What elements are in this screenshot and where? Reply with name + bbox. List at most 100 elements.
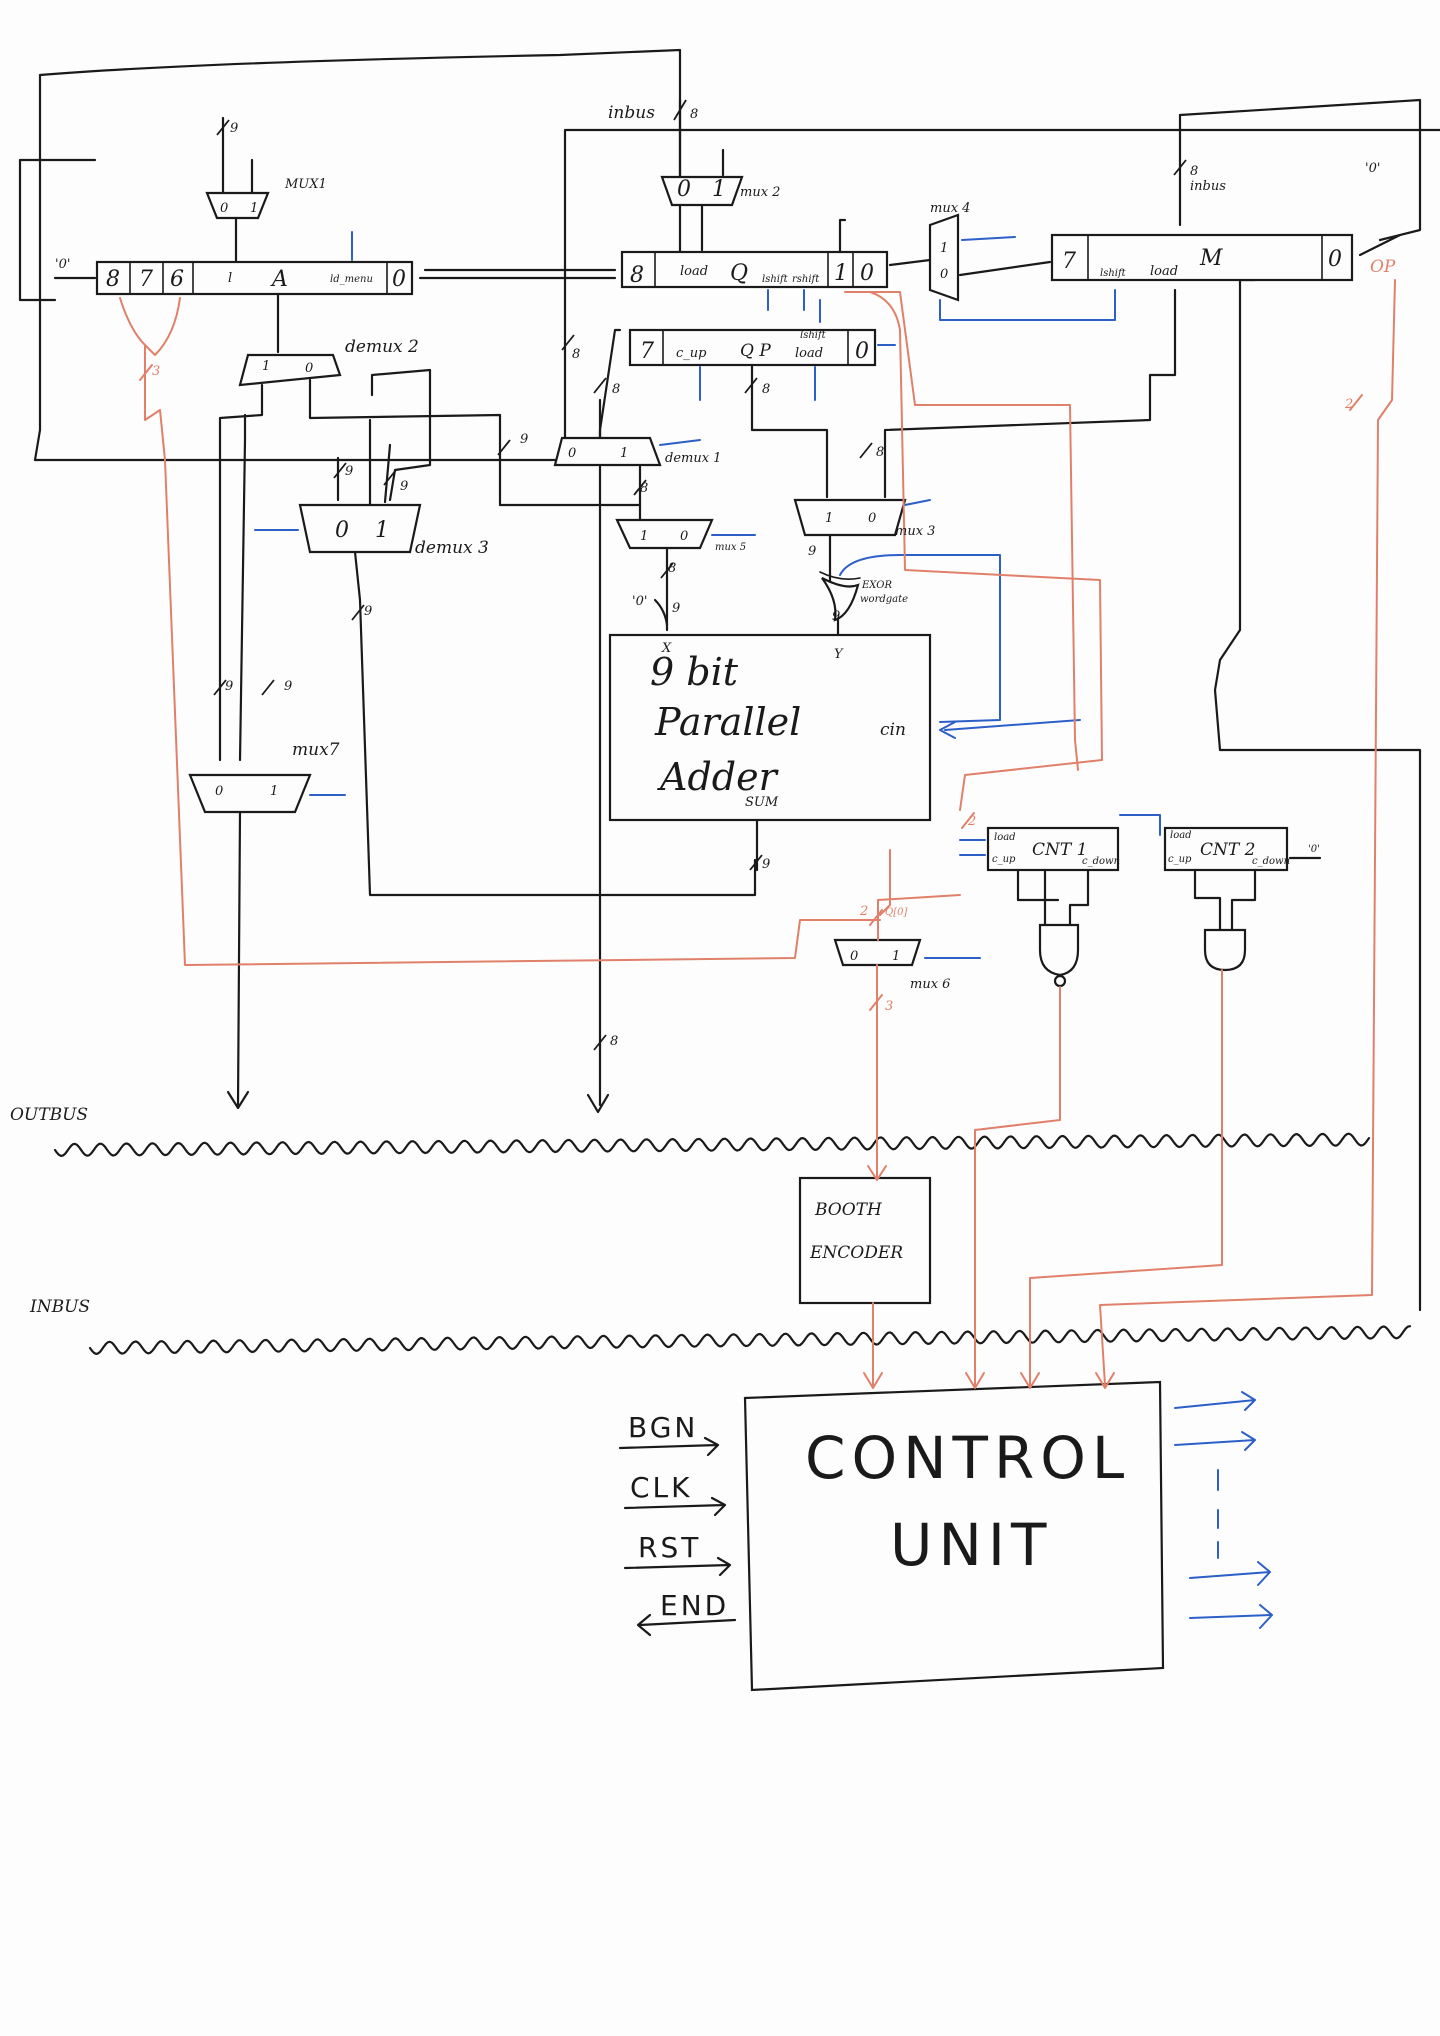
mux2-in1: 1 xyxy=(712,177,726,202)
ctrl-mux4 xyxy=(961,236,1016,241)
reg-a-bit0: 0 xyxy=(392,267,406,292)
ctrl-demux1 xyxy=(659,439,701,446)
cnt2-cup: c_up xyxy=(1168,854,1192,865)
cnt2-name: CNT 2 xyxy=(1200,840,1255,860)
wire-demux2-to-mux7 xyxy=(238,413,247,762)
bus-width-mux3-out: 9 xyxy=(808,544,816,559)
demux3-in0: 0 xyxy=(335,518,349,543)
ctrl-m-load xyxy=(939,289,1116,321)
booth-encoder xyxy=(798,1176,932,1305)
reg-q-bit1: 1 xyxy=(834,261,848,286)
label-inbus-top: inbus xyxy=(608,103,655,123)
label-q-bits: Q[0] xyxy=(885,907,907,918)
exor-gate xyxy=(821,577,860,622)
control-line1: CONTROL xyxy=(805,1424,1130,1492)
adder-cin: cin xyxy=(880,720,906,740)
control-unit xyxy=(743,1380,1165,1692)
state-wire-q0 xyxy=(869,291,1103,811)
mux6-in0: 0 xyxy=(850,949,858,964)
mux7-in1: 1 xyxy=(270,784,278,799)
cnt1-name: CNT 1 xyxy=(1032,840,1087,860)
ctrl-out-3 xyxy=(1189,1561,1271,1586)
register-a xyxy=(95,260,414,296)
label-mux7: mux7 xyxy=(292,740,340,760)
signal-rst: RST xyxy=(638,1531,701,1564)
parallel-adder xyxy=(608,633,932,822)
reg-a-ld: ld_menu xyxy=(330,274,373,285)
ctrl-out-4 xyxy=(1189,1604,1273,1629)
bus-width-demux3-b: 9 xyxy=(345,464,353,479)
mux4-in0: 0 xyxy=(940,267,948,282)
cnt2-load: load xyxy=(1170,830,1192,841)
label-mux6: mux 6 xyxy=(910,977,950,992)
adder-line1: 9 bit xyxy=(650,650,739,694)
bus-width-sum: 9 xyxy=(762,857,770,872)
bus-width-mux7-a: 9 xyxy=(225,679,233,694)
bus-width-q-side: 8 xyxy=(572,347,580,362)
cnt1-cup: c_up xyxy=(992,854,1016,865)
reg-qp-lshift: lshift xyxy=(800,330,827,341)
demux2-in0: 0 xyxy=(305,361,313,376)
label-outbus: OUTBUS xyxy=(10,1105,88,1125)
reg-q-lshift: lshift xyxy=(762,274,789,285)
reg-m-load: load xyxy=(1150,264,1178,279)
arrow-mux6-booth xyxy=(867,1165,887,1181)
ctrl-adder-cin xyxy=(939,719,1081,739)
signal-rst-wire xyxy=(623,1556,732,1577)
demux2 xyxy=(238,353,342,387)
label-demux1: demux 1 xyxy=(665,451,721,466)
reg-a-bit8: 8 xyxy=(106,267,120,292)
label-demux3: demux 3 xyxy=(415,538,489,558)
label-mux4: mux 4 xyxy=(930,201,970,216)
ctrl-mux3 xyxy=(904,499,931,506)
wire-outer-top-loop xyxy=(33,48,682,462)
counter-cnt1 xyxy=(986,826,1120,872)
bus-width-mux3-in: 8 xyxy=(876,445,884,460)
register-q xyxy=(620,250,889,289)
mux7 xyxy=(188,773,312,814)
ctrl-out-2 xyxy=(1174,1431,1256,1451)
bus-width-demux3-a: 9 xyxy=(520,432,528,447)
mux4 xyxy=(928,213,960,302)
adder-line3: Adder xyxy=(657,755,780,799)
label-exor-2: wordgate xyxy=(860,594,908,605)
signal-bgn: BGN xyxy=(628,1411,698,1444)
booth-line2: ENCODER xyxy=(809,1243,903,1263)
wire-q1-loop xyxy=(838,218,847,254)
mux7-in0: 0 xyxy=(215,784,223,799)
wire-zero-into-m xyxy=(1358,233,1402,257)
wire-cnt1-legs xyxy=(1016,868,1090,927)
bus-width-mux6-in: 2 xyxy=(859,904,868,919)
reg-qp-cup: c_up xyxy=(676,346,707,361)
state-wire-op-cu xyxy=(1099,279,1396,1386)
mux6 xyxy=(833,938,922,967)
mux3-in0: 0 xyxy=(868,511,876,526)
label-inbus-bottom: INBUS xyxy=(29,1297,90,1317)
demux3 xyxy=(298,503,422,554)
bus-width-inbus-m: 8 xyxy=(1190,164,1198,179)
bus-slashes xyxy=(139,99,1363,1051)
cnt2-cdown: c_down xyxy=(1252,856,1290,867)
mux3-in1: 1 xyxy=(825,511,833,526)
label-mux3: mux 3 xyxy=(895,524,935,539)
bus-width-op: 2 xyxy=(1344,397,1353,412)
arrow-nor-cu xyxy=(965,1372,985,1389)
outbus-arrow-mid xyxy=(586,1093,610,1114)
label-zero-q: '0' xyxy=(1365,161,1380,176)
label-zero-add: '0' xyxy=(632,594,647,609)
register-m xyxy=(1050,233,1354,282)
reg-q-name: Q xyxy=(730,261,748,286)
bus-width-mux7-b: 9 xyxy=(284,679,292,694)
wire-outer-left xyxy=(18,158,97,302)
label-exor-1: EXOR xyxy=(861,580,892,591)
wire-m-to-mux4 xyxy=(958,260,1052,277)
arrow-and-cu xyxy=(1020,1372,1040,1389)
reg-a-name: A xyxy=(270,267,288,292)
wire-qp-side xyxy=(598,328,622,1107)
state-wire-and-cu xyxy=(1029,969,1223,1386)
mux6-in1: 1 xyxy=(892,949,900,964)
label-demux2: demux 2 xyxy=(345,337,419,357)
mux1-in1: 1 xyxy=(250,201,258,216)
signal-clk: CLK xyxy=(630,1471,693,1504)
demux1-in0: 0 xyxy=(568,446,576,461)
